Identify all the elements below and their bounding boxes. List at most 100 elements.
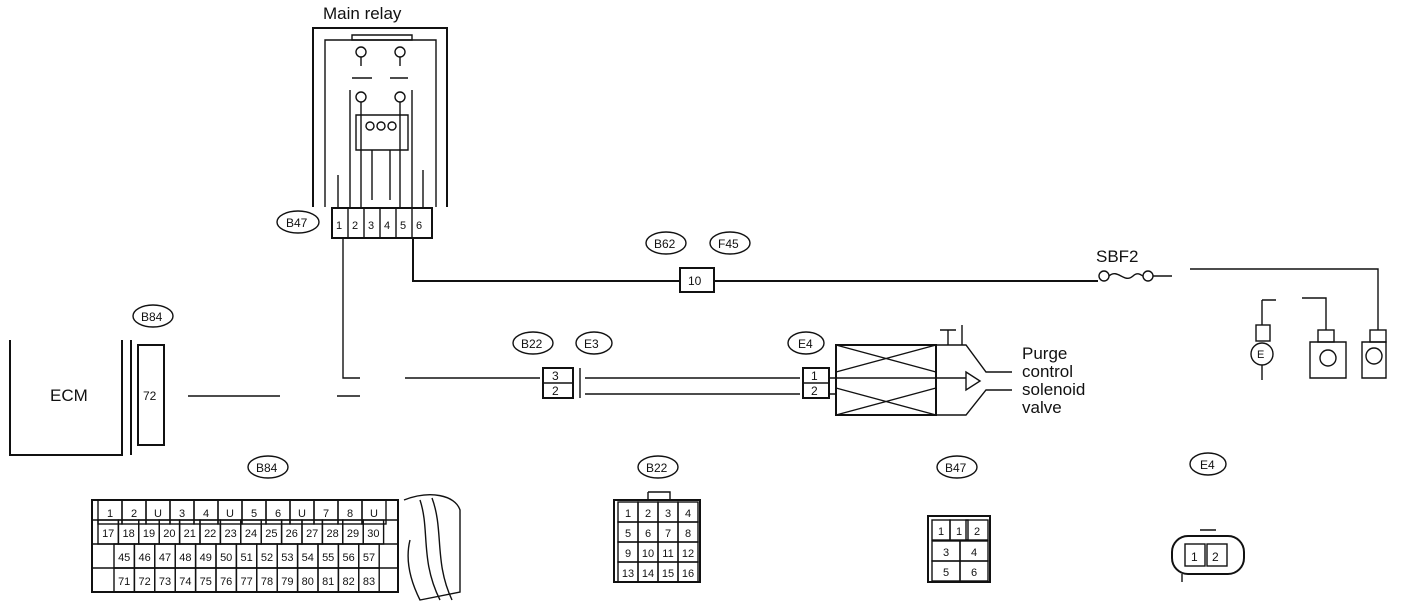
relay-contact-lower <box>349 77 413 180</box>
pin-number: 51 <box>240 552 252 564</box>
b47-pin: 2 <box>352 220 358 232</box>
pin-number: 23 <box>224 528 236 540</box>
pin-number: 73 <box>159 576 171 588</box>
pin-number: 76 <box>220 576 232 588</box>
main-relay: Main relay <box>312 4 448 207</box>
purge-solenoid-valve: Purge control solenoid valve <box>829 325 1085 417</box>
pin-number: 46 <box>138 552 150 564</box>
b62-f45-connector: B62 F45 10 <box>645 231 751 293</box>
e4-connector-face: E4 1 2 <box>1171 452 1245 582</box>
e3-tag-label: E3 <box>584 337 599 351</box>
b47-tag <box>276 210 320 234</box>
pin-number: 27 <box>306 528 318 540</box>
purge-label-4: valve <box>1022 398 1062 417</box>
pin-number: 19 <box>143 528 155 540</box>
main-relay-label: Main relay <box>323 4 402 23</box>
pin-number: 25 <box>265 528 277 540</box>
pin-number: 79 <box>281 576 293 588</box>
main-relay-outline-inner <box>324 39 437 207</box>
e4-face-tag <box>1189 452 1227 476</box>
pin-number: 21 <box>184 528 196 540</box>
b22-tag <box>512 331 554 355</box>
b22-pin: 2 <box>552 384 559 398</box>
pin-number: 6 <box>645 528 651 540</box>
pin-number: 22 <box>204 528 216 540</box>
b47-pin: 4 <box>384 220 390 232</box>
pin-number: 8 <box>685 528 691 540</box>
pin-number: 3 <box>665 508 671 520</box>
b22-tag-label: B22 <box>521 337 543 351</box>
pin-cell <box>949 519 969 541</box>
main-relay-outline-outer <box>312 27 448 207</box>
b22-face-title: B22 <box>646 461 668 475</box>
pin-number: 50 <box>220 552 232 564</box>
pin-number: 15 <box>662 568 674 580</box>
pin-number: 13 <box>622 568 634 580</box>
pin-number: 30 <box>367 528 379 540</box>
pin-number: 57 <box>363 552 375 564</box>
battery-terminal-icon <box>1255 324 1271 342</box>
pin-number: 83 <box>363 576 375 588</box>
pin-number: 5 <box>251 508 257 520</box>
e4-face-body <box>1171 535 1245 575</box>
f45-tag <box>709 231 751 255</box>
pin-number: 7 <box>665 528 671 540</box>
pin-number: 2 <box>131 508 137 520</box>
wire-e3-to-e4 <box>585 377 800 395</box>
b47-tag-label: B47 <box>286 216 308 230</box>
b47-pin: 6 <box>416 220 422 232</box>
e4-face-pin: 1 <box>1191 550 1198 564</box>
pin-number: U <box>154 508 162 520</box>
pin-number: 56 <box>342 552 354 564</box>
pin-number: 5 <box>625 528 631 540</box>
pin-number: 77 <box>240 576 252 588</box>
b62-tag-label: B62 <box>654 237 676 251</box>
b22-face-tag <box>637 455 679 479</box>
purge-label-1: Purge <box>1022 344 1067 363</box>
pin-number: 28 <box>326 528 338 540</box>
e4-pin: 2 <box>811 384 818 398</box>
pin-number: 16 <box>682 568 694 580</box>
pin-number: 9 <box>625 548 631 560</box>
pin-number: 55 <box>322 552 334 564</box>
pin-number: 6 <box>275 508 281 520</box>
pin-number: 7 <box>323 508 329 520</box>
pin-number: 2 <box>974 526 980 538</box>
sbf2-fuse: SBF2 <box>1096 247 1154 282</box>
pin-number: 1 <box>938 526 944 538</box>
relay-leads <box>337 160 424 207</box>
pin-number: 78 <box>261 576 273 588</box>
b84-tag <box>132 304 174 328</box>
pin-number: U <box>298 508 306 520</box>
relay-coil-icon <box>355 114 409 200</box>
pin-number: 14 <box>642 568 654 580</box>
wire-ecm-to-b22 <box>188 377 540 397</box>
pin-number: 1 <box>625 508 631 520</box>
ecm-label: ECM <box>50 386 88 405</box>
b62-f45-pin: 10 <box>688 274 702 288</box>
pin-number: 11 <box>662 548 673 560</box>
b47-pin: 1 <box>336 220 342 232</box>
pin-number: 80 <box>302 576 314 588</box>
pin-number: 1 <box>107 508 113 520</box>
solenoid-coil-icon <box>835 344 937 416</box>
pin-number: 47 <box>159 552 171 564</box>
e4-face-pin: 2 <box>1212 550 1219 564</box>
wire-relay-to-b62 <box>412 238 680 282</box>
b47-face-tag <box>936 455 978 479</box>
e4-face-title: E4 <box>1200 458 1215 472</box>
pin-number: 48 <box>179 552 191 564</box>
ecm-body <box>9 340 123 456</box>
pin-number: 4 <box>685 508 691 520</box>
pin-number: 82 <box>342 576 354 588</box>
b84-face-title: B84 <box>256 461 278 475</box>
pin-cell <box>358 567 380 593</box>
pin-number: 75 <box>200 576 212 588</box>
b22-pin: 3 <box>552 369 559 383</box>
b22-e3-connector: B22 E3 3 2 <box>512 331 613 399</box>
